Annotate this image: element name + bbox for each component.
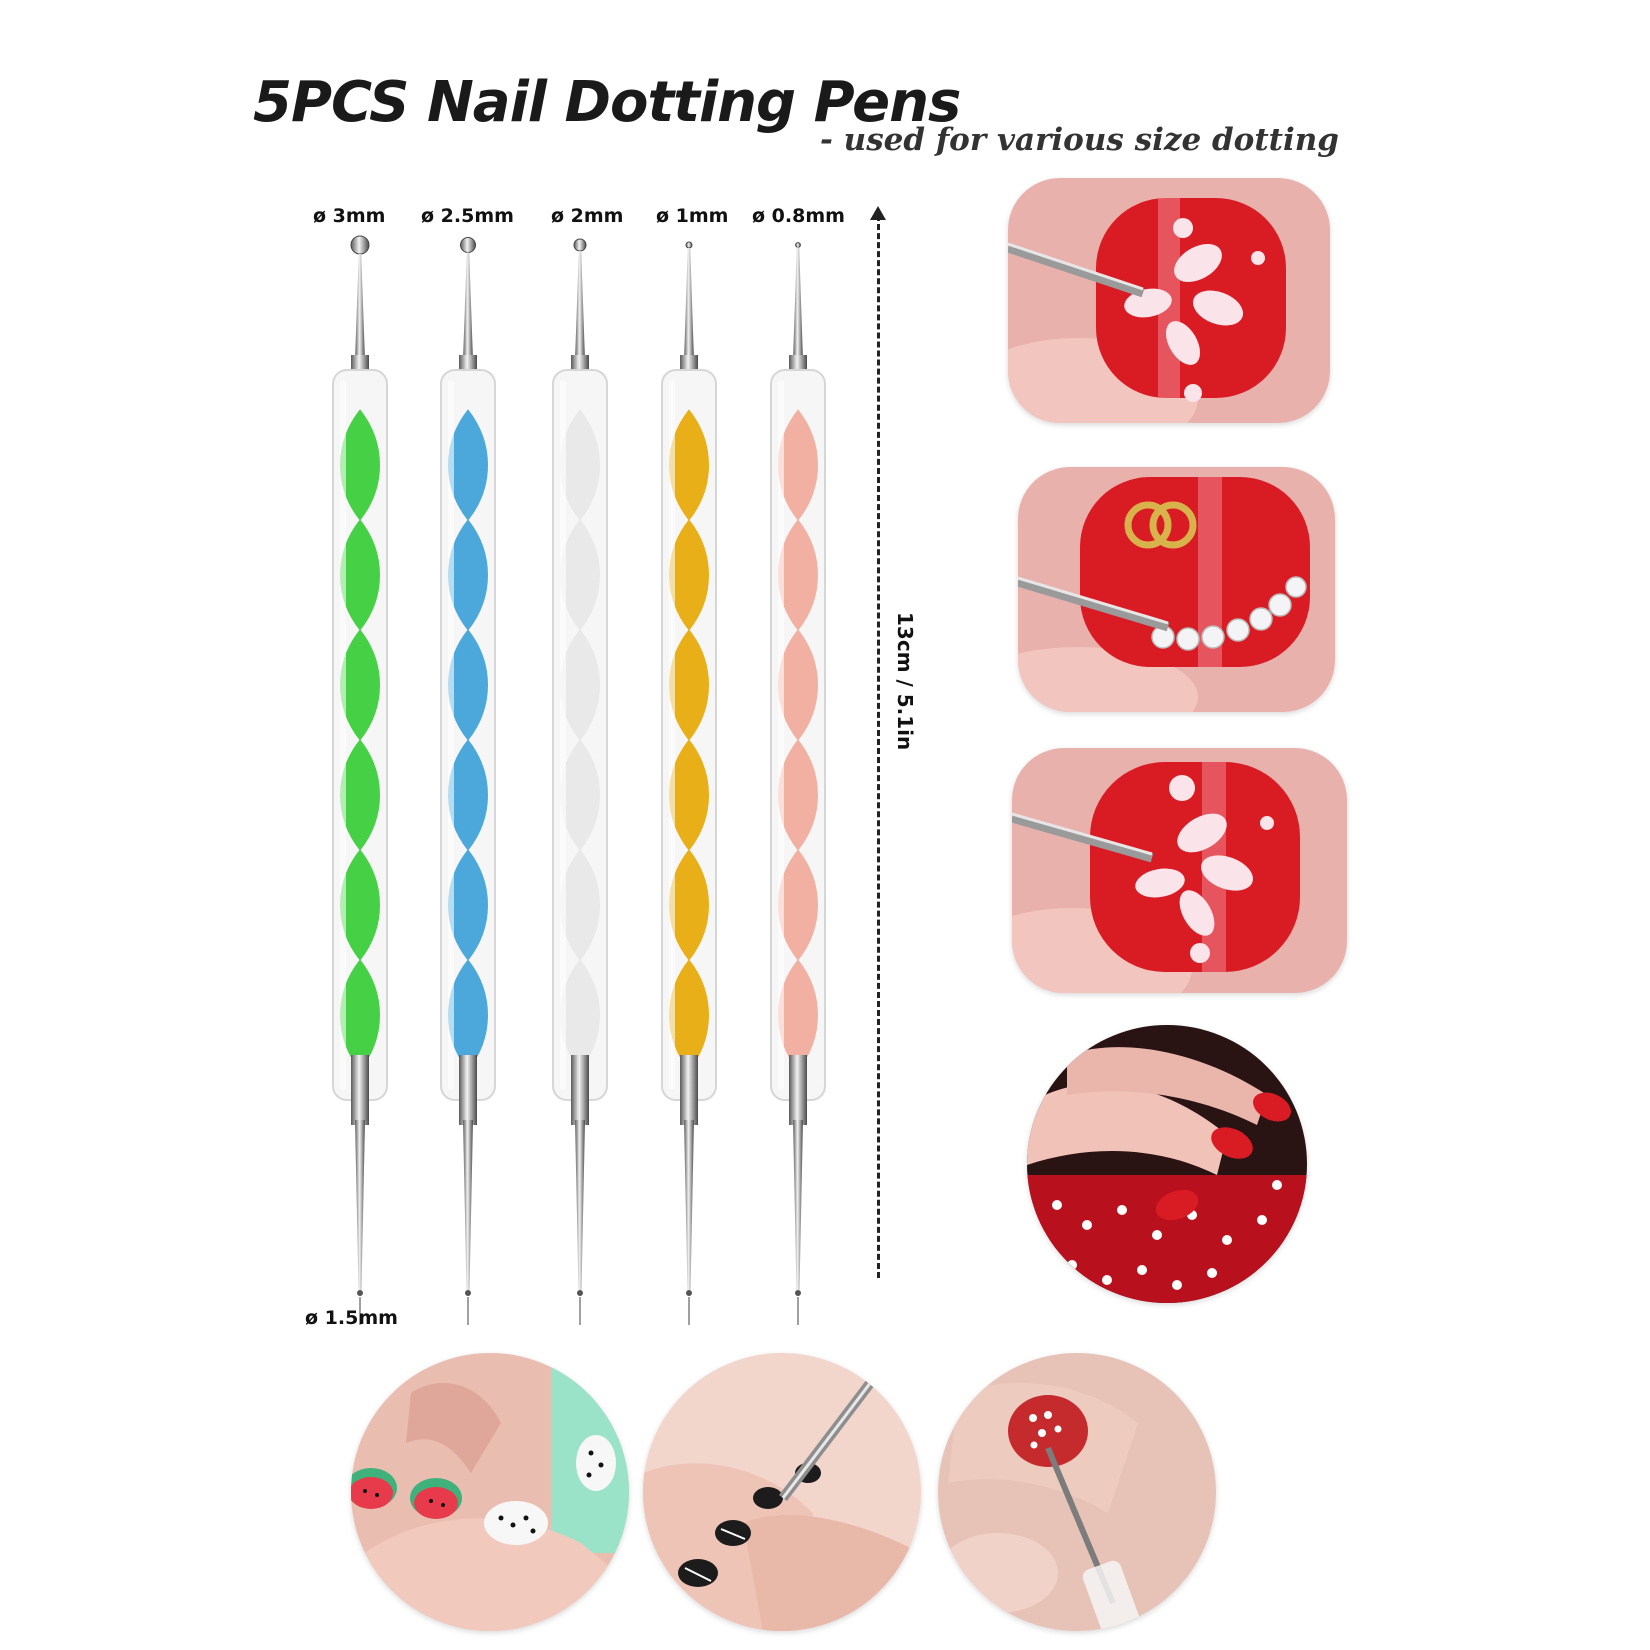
nail-photo-flower-2: [1012, 748, 1347, 993]
bottom-tip-size-label: ø 1.5mm: [305, 1307, 398, 1329]
dotting-pen-4: [649, 235, 729, 1330]
dotting-pen-2: [428, 235, 508, 1330]
page-title: 5PCS Nail Dotting Pens: [253, 70, 961, 135]
dimension-arrow-icon: [870, 206, 886, 220]
pen-length-label: 13cm / 5.1in: [893, 612, 917, 751]
nail-photo-rhinestones: [1018, 467, 1335, 712]
nail-photo-red-dots: [938, 1353, 1216, 1631]
pen-size-label-1: ø 3mm: [313, 205, 386, 227]
nail-photo-polka-dots: [1027, 1025, 1307, 1303]
dimension-line: [877, 215, 880, 1278]
dotting-pen-1: [320, 235, 400, 1330]
nail-photo-black-stripes: [643, 1353, 921, 1631]
page-subtitle: - used for various size dotting: [820, 122, 1339, 158]
dotting-pen-3: [540, 235, 620, 1330]
pen-size-label-4: ø 1mm: [656, 205, 729, 227]
pen-size-label-2: ø 2.5mm: [421, 205, 514, 227]
nail-photo-flower-1: [1008, 178, 1330, 423]
pen-size-label-5: ø 0.8mm: [752, 205, 845, 227]
pen-size-label-3: ø 2mm: [551, 205, 624, 227]
dotting-pen-5: [758, 235, 838, 1330]
nail-photo-watermelon: [351, 1353, 629, 1631]
